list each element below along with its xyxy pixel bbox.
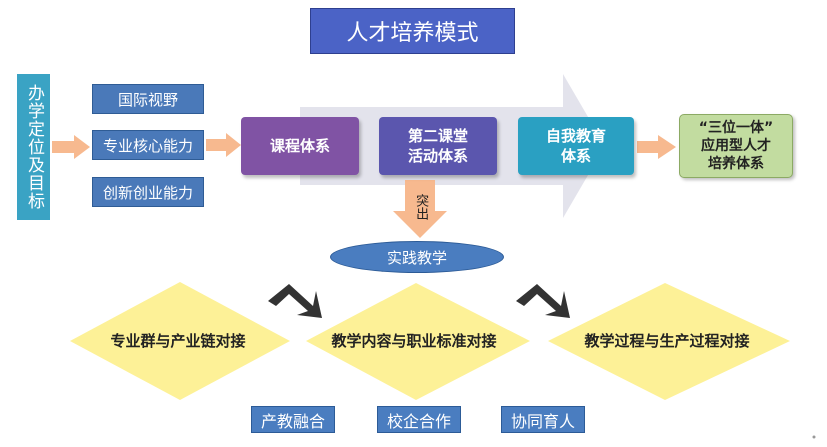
outcome-line: 培养体系 bbox=[708, 156, 764, 173]
docking-label-1: 专业群与产业链对接 bbox=[110, 331, 246, 350]
chevron-arrow-1 bbox=[268, 284, 322, 318]
stage-ziwo-box: 自我教育 体系 bbox=[518, 117, 634, 175]
mechanism-xietong-box: 协同育人 bbox=[501, 406, 585, 433]
stage-dier-box: 第二课堂 活动体系 bbox=[379, 117, 497, 175]
arrow-goal-to-competencies bbox=[52, 135, 90, 159]
stage-label-line: 体系 bbox=[560, 147, 591, 165]
stage-label-line: 第二课堂 bbox=[407, 126, 468, 145]
stage-kecheng-box: 课程体系 bbox=[241, 117, 359, 175]
outcome-line: 应用型人才 bbox=[701, 137, 771, 154]
arrow-ziwo-to-outcome bbox=[637, 135, 676, 159]
competency-label: 创新创业能力 bbox=[102, 183, 193, 202]
competency-chuangxin-box: 创新创业能力 bbox=[92, 177, 204, 207]
docking-label-3: 教学过程与生产过程对接 bbox=[584, 331, 750, 350]
arrow-competencies-to-kecheng bbox=[206, 133, 241, 157]
outcome-box: “三位一体” 应用型人才 培养体系 bbox=[679, 114, 793, 178]
mechanism-label: 校企合作 bbox=[386, 411, 451, 431]
competency-label: 专业核心能力 bbox=[102, 136, 193, 155]
stage-label-line: 自我教育 bbox=[545, 126, 606, 145]
chevron-arrow-2 bbox=[516, 284, 570, 318]
mechanism-xiaoqi-box: 校企合作 bbox=[377, 406, 461, 433]
practice-ellipse: 实践教学 bbox=[330, 241, 504, 273]
corner-dot bbox=[812, 435, 816, 439]
diamond-2 bbox=[306, 283, 530, 400]
goal-text: 办学定位及目标 bbox=[24, 84, 44, 210]
mechanism-label: 产教融合 bbox=[260, 411, 325, 431]
mechanism-chanjiao-box: 产教融合 bbox=[251, 406, 335, 433]
tuchu-label: 突出 bbox=[413, 194, 429, 220]
goal-box: 办学定位及目标 bbox=[17, 74, 50, 220]
stage-label: 课程体系 bbox=[269, 136, 330, 155]
diamond-3 bbox=[548, 283, 790, 400]
competency-label: 国际视野 bbox=[117, 90, 178, 109]
competency-zhuanye-box: 专业核心能力 bbox=[92, 130, 204, 160]
diamond-1 bbox=[70, 282, 290, 400]
mechanism-label: 协同育人 bbox=[510, 411, 575, 431]
title-box: 人才培养模式 bbox=[310, 8, 515, 54]
title-text: 人才培养模式 bbox=[346, 21, 479, 46]
arrow-down-tuchu bbox=[393, 180, 447, 238]
docking-label-2: 教学内容与职业标准对接 bbox=[331, 331, 497, 350]
competency-guoji-box: 国际视野 bbox=[92, 84, 204, 114]
stage-label-line: 活动体系 bbox=[407, 147, 468, 165]
practice-label: 实践教学 bbox=[386, 248, 447, 267]
outcome-line: “三位一体” bbox=[698, 119, 774, 136]
